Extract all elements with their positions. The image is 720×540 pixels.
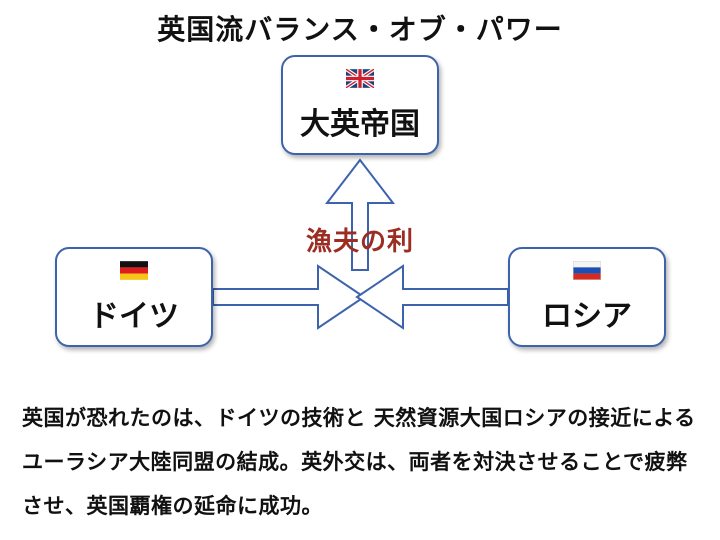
explanation-text: 英国が恐れたのは、ドイツの技術と 天然資源大国ロシアの接近によるユーラシア大陸同… [22,406,696,518]
germany-arrow [212,264,366,330]
russia-label: ロシア [542,299,632,334]
up-arrow [324,158,396,271]
diagram-title: 英国流バランス・オブ・パワー [157,13,563,46]
germany-flag-icon [120,261,148,280]
germany-node: ドイツ [55,247,213,347]
uk-label: 大英帝国 [300,107,420,142]
benefit-label: 漁夫の利 [305,227,414,257]
germany-label: ドイツ [89,299,179,334]
uk-flag-icon [346,69,374,88]
russia-arrow [355,264,509,330]
russia-node: ロシア [508,247,666,347]
russia-flag-icon [573,261,601,280]
uk-node: 大英帝国 [281,55,439,155]
